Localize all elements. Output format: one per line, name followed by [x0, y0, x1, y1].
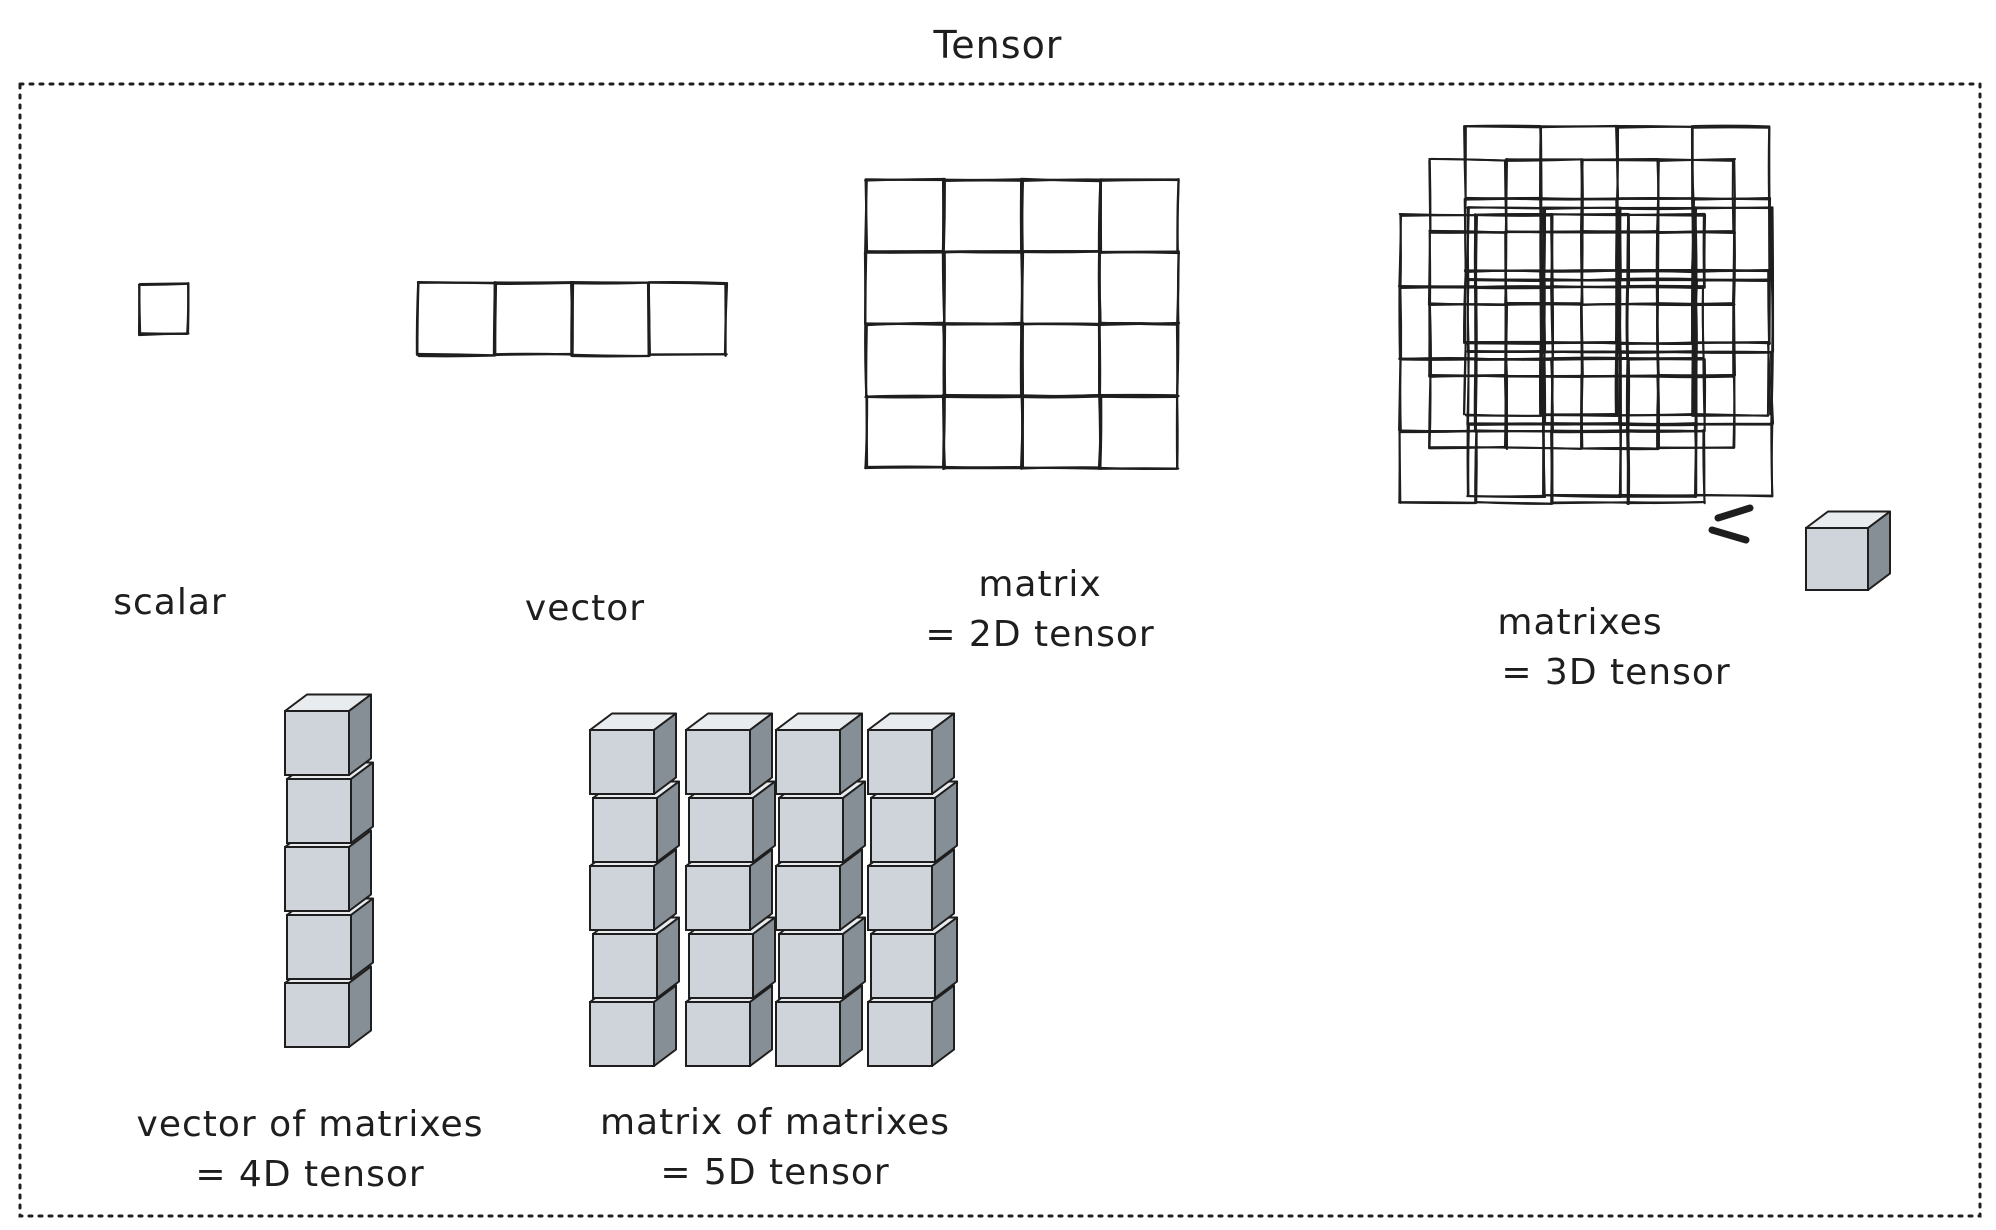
matrixes-cell: [1549, 429, 1630, 505]
matrixes-cell: [1655, 373, 1736, 450]
cube: [685, 984, 773, 1067]
matrix-cell: [1098, 321, 1181, 399]
cube: [284, 693, 372, 776]
matrix-cell: [1098, 250, 1181, 327]
cube: [589, 984, 677, 1067]
vector-of-matrixes-label-line1: vector of matrixes: [136, 1104, 484, 1145]
cube: [775, 712, 863, 795]
matrix-cell: [864, 321, 947, 399]
scalar-figure: [137, 281, 190, 337]
vector-figure: [415, 280, 729, 358]
equals-sign-icon: [1708, 504, 1754, 544]
matrix-cell: [1019, 322, 1103, 399]
tensor-frame: [18, 82, 1982, 1218]
matrix-cell: [1097, 177, 1180, 254]
matrixes-label-line1: matrixes: [1497, 602, 1663, 643]
matrix-cell: [863, 249, 946, 327]
matrixes-cell: [1474, 429, 1554, 505]
matrix-cell: [941, 393, 1025, 470]
vector-cell: [646, 280, 729, 357]
matrix-label-line1: matrix: [978, 564, 1102, 605]
matrixes-figure: [1397, 124, 1775, 505]
cube-icon: [1805, 510, 1891, 591]
matrixes-label-line2: = 3D tensor: [1501, 652, 1731, 693]
matrix-cell: [1020, 394, 1103, 470]
matrix-label-line2: = 2D tensor: [925, 614, 1155, 655]
matrix-cell: [941, 250, 1025, 326]
matrixes-cell: [1690, 124, 1771, 202]
diagram-title: Tensor: [933, 23, 1063, 67]
matrix-of-matrixes-label-line2: = 5D tensor: [660, 1152, 890, 1193]
cube: [867, 712, 955, 795]
matrix-cell: [1020, 250, 1102, 327]
matrix-cell: [864, 177, 946, 255]
matrixes-cell: [1398, 428, 1478, 505]
cube: [589, 712, 677, 795]
cube: [685, 712, 773, 795]
vector-cell: [415, 280, 498, 358]
scalar-label: scalar: [113, 582, 227, 623]
matrixes-cell: [1463, 124, 1543, 201]
matrixes-cell: [1614, 124, 1696, 201]
vector-cell: [569, 280, 651, 358]
matrixes-cell: [1538, 124, 1620, 201]
vector-label: vector: [524, 588, 646, 629]
vector-of-matrixes-figure: [284, 693, 374, 1048]
matrix-of-matrixes-figure: [589, 712, 958, 1067]
vector-of-matrixes-label-line2: = 4D tensor: [195, 1154, 425, 1195]
cube: [1805, 510, 1891, 591]
matrixes-cell: [1625, 428, 1706, 505]
matrix-cell: [941, 177, 1024, 254]
matrix-figure: [863, 177, 1181, 471]
matrix-cell: [1098, 393, 1180, 471]
matrix-cell: [942, 321, 1025, 399]
matrix-of-matrixes-label-line1: matrix of matrixes: [599, 1102, 951, 1143]
matrix-cell: [1019, 177, 1102, 255]
matrix-cell: [864, 394, 946, 471]
vector-cell: [492, 280, 574, 357]
